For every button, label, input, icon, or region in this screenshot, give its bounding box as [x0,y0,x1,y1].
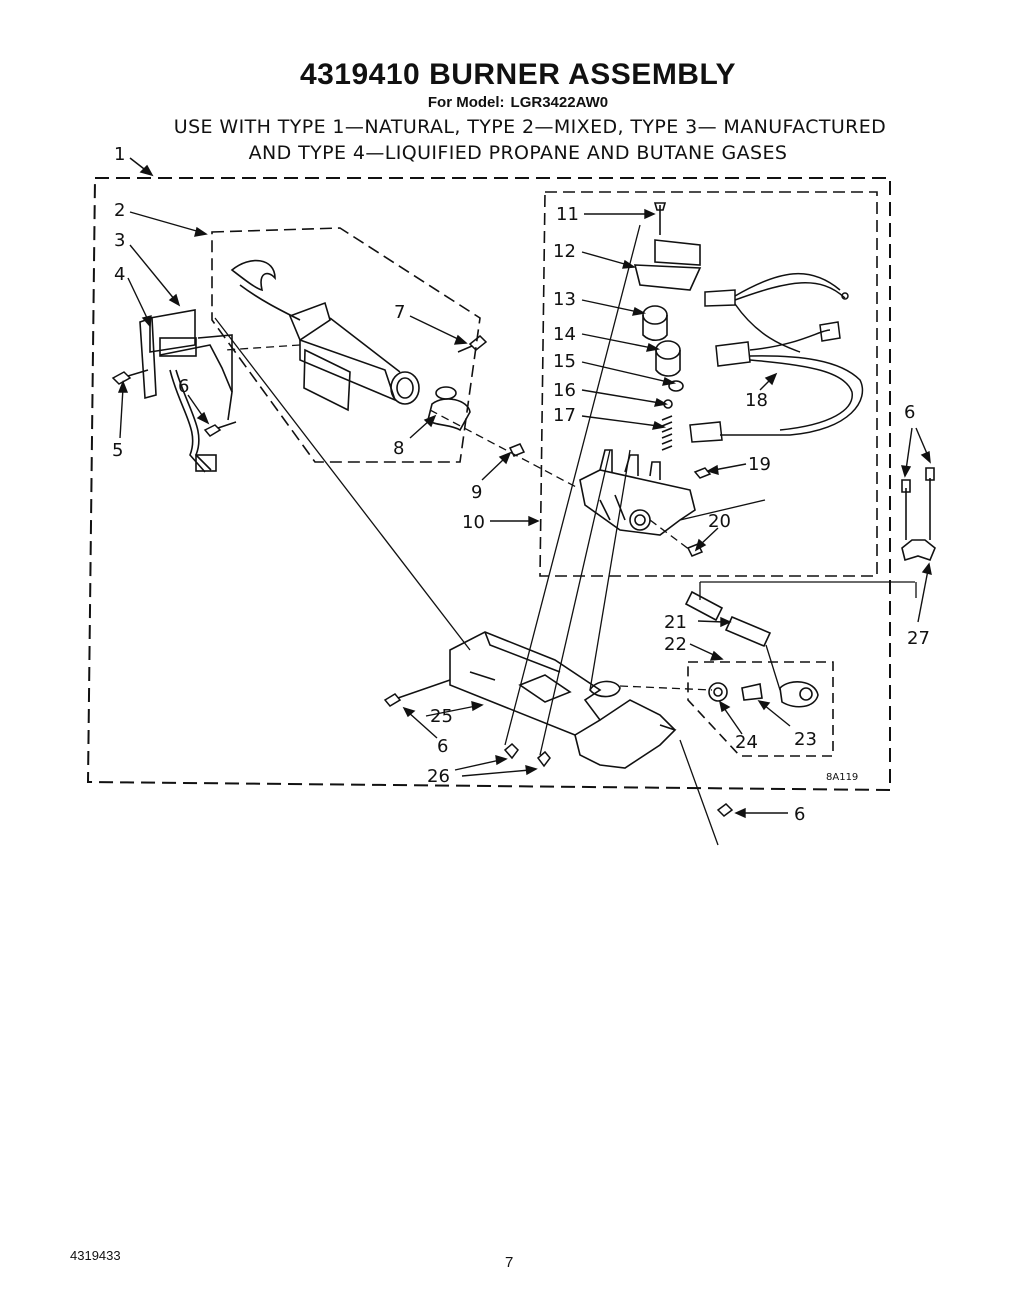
callout-20: 20 [708,511,731,532]
callout-3: 3 [114,230,125,251]
callout-24: 24 [735,732,758,753]
model-label: For Model: [427,94,505,111]
callout-6: 6 [178,376,189,397]
assembly-boundary [86,177,891,792]
callout-1: 1 [114,144,125,165]
callout-15: 15 [553,351,576,372]
valve-coil-stack [633,202,702,451]
callout-5: 5 [112,440,123,461]
pipe-nipple [684,590,772,648]
callout-27: 27 [907,628,930,649]
callout-6-bottom: 6 [794,804,805,825]
burner-tube [230,259,420,412]
document-number: 4319433 [70,1248,121,1263]
callout-25: 25 [430,706,453,727]
callout-2: 2 [114,200,125,221]
page-number: 7 [505,1254,514,1271]
drawing-code: 8A119 [826,772,858,783]
callout-6-bracket: 6 [437,736,448,757]
callout-10: 10 [462,512,485,533]
callout-8: 8 [393,438,404,459]
callout-12: 12 [553,241,576,262]
usage-line-2: AND TYPE 4—LIQUIFIED PROPANE AND BUTANE … [248,142,788,164]
callout-14: 14 [553,324,576,345]
usage-line-1: USE WITH TYPE 1—NATURAL, TYPE 2—MIXED, T… [173,116,887,138]
wire-harness [689,272,864,443]
orifice-parts [708,681,819,708]
burner-group-outline [211,227,481,463]
burner-mounting-bracket [449,631,677,769]
callout-21: 21 [664,612,687,633]
page-title: 4319410 BURNER ASSEMBLY [299,58,737,91]
flame-spreader [427,386,471,432]
callout-9: 9 [471,482,482,503]
callout-23: 23 [794,729,817,750]
callout-18: 18 [745,390,768,411]
callout-22: 22 [664,634,687,655]
callout-26: 26 [427,766,450,787]
model-value: LGR3422AW0 [510,94,609,111]
callout-4: 4 [114,264,125,285]
gas-valve-body [579,449,696,536]
callout-11: 11 [556,204,579,225]
callout-7: 7 [394,302,405,323]
callout-19: 19 [748,454,771,475]
callout-16: 16 [553,380,576,401]
model-line: For Model: LGR3422AW0 [0,94,1036,111]
callout-17: 17 [553,405,576,426]
orifice-group-outline [687,661,834,757]
callout-6-clamp: 6 [904,402,915,423]
valve-group-outline [539,191,878,577]
callout-13: 13 [553,289,576,310]
pipe-clamp [901,467,936,562]
